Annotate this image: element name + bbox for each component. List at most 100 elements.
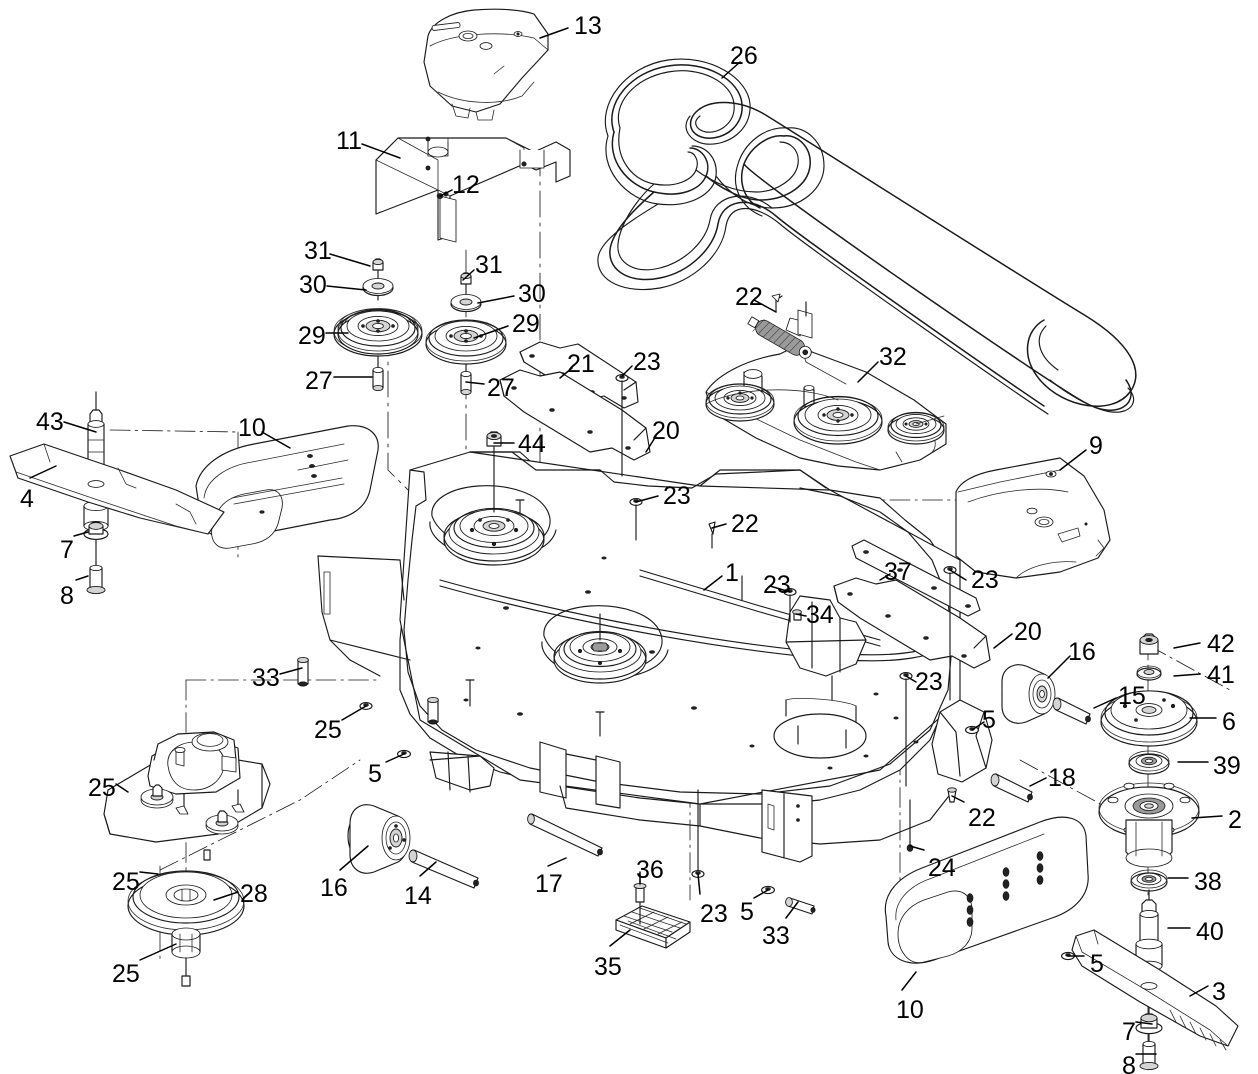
callout-number-26: 26 xyxy=(730,42,758,70)
part-20-baffle-upper xyxy=(499,369,651,461)
leader-line-21 xyxy=(559,367,573,379)
callout-number-42: 42 xyxy=(1207,630,1235,658)
part-10-bumper-left xyxy=(195,425,379,549)
callout-number-13: 13 xyxy=(574,12,602,40)
callout-number-16: 16 xyxy=(1068,638,1096,666)
callout-number-39: 39 xyxy=(1213,752,1241,780)
callout-number-25: 25 xyxy=(112,960,140,988)
part-29-idler-left xyxy=(333,258,423,392)
part-8-blade-bolt-right xyxy=(1139,1033,1159,1071)
callout-number-23: 23 xyxy=(915,668,943,696)
part-11-bracket xyxy=(375,136,571,243)
leader-line-35 xyxy=(609,929,631,947)
callout-number-23: 23 xyxy=(663,482,691,510)
callout-number-44: 44 xyxy=(518,430,546,458)
part-35-rubber-pad xyxy=(615,905,691,949)
callout-number-29: 29 xyxy=(512,310,540,338)
callout-number-20: 20 xyxy=(652,417,680,445)
leader-line-12 xyxy=(439,189,453,197)
leader-line-30 xyxy=(326,285,367,291)
leader-line-11 xyxy=(361,143,401,159)
leader-line-23 xyxy=(635,495,659,503)
leader-line-23 xyxy=(621,365,633,377)
callout-number-16: 16 xyxy=(320,874,348,902)
callout-number-33: 33 xyxy=(252,664,280,692)
callout-number-23: 23 xyxy=(633,348,661,376)
part-39-upper-bearing xyxy=(1128,750,1170,775)
part-41-washer xyxy=(1136,665,1162,681)
callout-number-25: 25 xyxy=(88,774,116,802)
fasteners-group xyxy=(297,193,1075,961)
part-1-mower-deck xyxy=(317,451,993,863)
callout-number-23: 23 xyxy=(700,900,728,928)
leader-line-20 xyxy=(645,435,657,453)
part-42-spindle-nut xyxy=(1139,633,1159,655)
leader-line-10 xyxy=(901,971,917,991)
leader-line-22 xyxy=(711,523,727,529)
part-36-pad-screw xyxy=(633,879,647,925)
leader-line-31 xyxy=(329,253,371,267)
callout-number-17: 17 xyxy=(535,870,563,898)
callout-number-14: 14 xyxy=(404,882,432,910)
callout-number-23: 23 xyxy=(971,566,999,594)
callout-number-43: 43 xyxy=(36,408,64,436)
callout-number-36: 36 xyxy=(636,856,664,884)
leader-line-33 xyxy=(785,901,799,919)
part-7-flange-washer-right xyxy=(1135,1013,1163,1035)
part-4-blade xyxy=(9,443,225,535)
leader-line-10 xyxy=(261,431,291,449)
callout-number-32: 32 xyxy=(879,343,907,371)
leader-line-17 xyxy=(547,857,567,867)
callout-number-8: 8 xyxy=(1122,1052,1136,1074)
leader-line-27 xyxy=(465,381,485,385)
callout-number-22: 22 xyxy=(968,804,996,832)
callout-number-38: 38 xyxy=(1194,868,1222,896)
leader-line-37 xyxy=(879,573,891,581)
leader-line-30 xyxy=(477,295,515,304)
callout-number-40: 40 xyxy=(1196,918,1224,946)
leader-line-15 xyxy=(1093,697,1117,709)
leader-line-25 xyxy=(341,705,367,721)
callout-number-1: 1 xyxy=(725,559,739,587)
callout-number-11: 11 xyxy=(336,127,362,155)
leader-line-23 xyxy=(905,675,917,683)
callout-number-9: 9 xyxy=(1089,432,1103,460)
leader-line-4 xyxy=(29,465,57,479)
leader-line-26 xyxy=(721,61,741,79)
callout-number-31: 31 xyxy=(304,237,332,265)
leader-line-23 xyxy=(697,873,701,895)
callout-number-12: 12 xyxy=(452,171,480,199)
callout-number-10: 10 xyxy=(896,996,924,1024)
callout-number-23: 23 xyxy=(763,571,791,599)
part-28-gearbox-pulley xyxy=(127,870,245,936)
callout-number-8: 8 xyxy=(60,582,74,610)
callout-number-7: 7 xyxy=(1122,1018,1136,1046)
leader-line-22 xyxy=(951,795,965,803)
callout-number-18: 18 xyxy=(1048,764,1076,792)
callout-number-22: 22 xyxy=(731,510,759,538)
leader-line-34 xyxy=(795,613,807,617)
callout-number-27: 27 xyxy=(487,374,515,402)
leader-line-16 xyxy=(339,845,369,871)
part-6-spindle-pulley xyxy=(1100,690,1198,747)
part-18-axle-bolt xyxy=(990,773,1033,803)
part-2-spindle-housing xyxy=(1098,782,1200,868)
part-32-belt-drive-assembly xyxy=(705,301,947,471)
part-20-baffle-lower xyxy=(833,577,991,669)
callout-number-21: 21 xyxy=(567,350,595,378)
leader-line-32 xyxy=(857,361,879,383)
leader-line-22 xyxy=(753,299,777,313)
part-37-baffle-strip xyxy=(851,539,981,617)
callout-number-35: 35 xyxy=(594,953,622,981)
callout-number-27: 27 xyxy=(305,367,333,395)
callout-number-28: 28 xyxy=(240,880,268,908)
leader-line-7 xyxy=(73,531,89,537)
callout-number-20: 20 xyxy=(1014,618,1042,646)
leader-line-31 xyxy=(462,269,475,281)
part-gearbox-assembly xyxy=(103,731,271,861)
leader-line-1 xyxy=(703,575,723,591)
callout-number-30: 30 xyxy=(299,271,327,299)
part-13-front-cover xyxy=(423,8,549,121)
